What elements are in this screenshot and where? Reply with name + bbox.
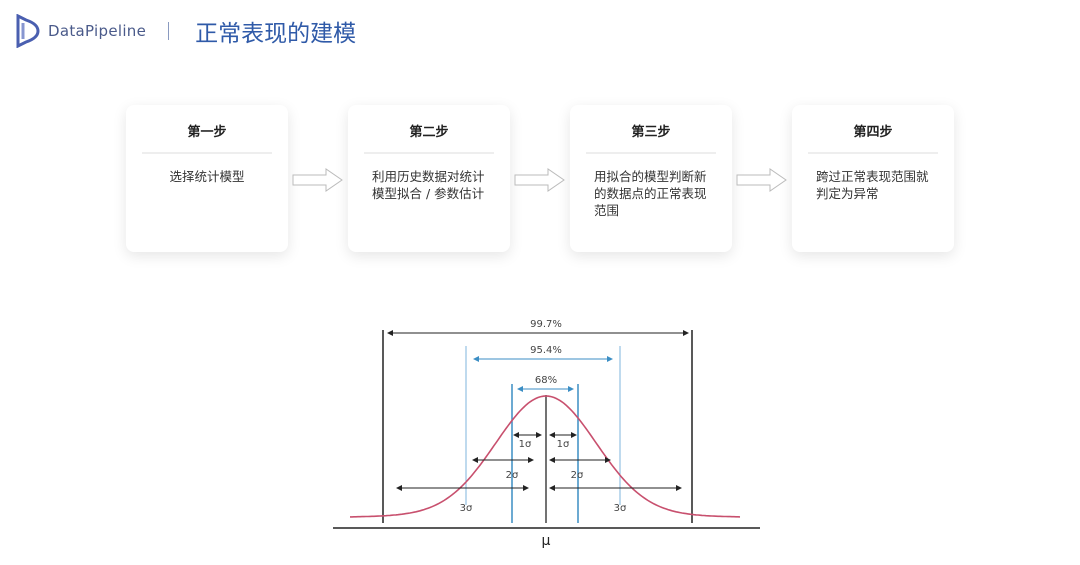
- sigma-label: 1σ: [519, 439, 532, 450]
- normal-curve: [350, 395, 741, 518]
- datapipeline-logo-icon: [16, 14, 40, 48]
- step-text: 利用历史数据对统计模型拟合 / 参数估计: [372, 169, 485, 201]
- step-text: 用拟合的模型判断新的数据点的正常表现范围: [594, 169, 707, 218]
- range-label-99-7: 99.7%: [530, 319, 562, 330]
- sigma-label: 2σ: [506, 470, 519, 481]
- range-label-68: 68%: [535, 375, 557, 386]
- header: DataPipeline 正常表现的建模: [16, 14, 356, 48]
- brand-name: DataPipeline: [48, 22, 147, 40]
- step-text: 跨过正常表现范围就判定为异常: [816, 169, 929, 201]
- step-card-4: 第四步 跨过正常表现范围就判定为异常: [792, 105, 954, 252]
- sigma-label: 3σ: [460, 503, 473, 514]
- sigma-label: 2σ: [571, 470, 584, 481]
- step-card-3: 第三步 用拟合的模型判断新的数据点的正常表现范围: [570, 105, 732, 252]
- mean-label: μ: [542, 533, 551, 549]
- range-label-95-4: 95.4%: [530, 345, 562, 356]
- page-title: 正常表现的建模: [195, 21, 357, 47]
- step-card-2: 第二步 利用历史数据对统计模型拟合 / 参数估计: [348, 105, 510, 252]
- step-title: 第四步: [853, 125, 893, 140]
- step-title: 第三步: [631, 125, 671, 140]
- divider: [168, 22, 170, 40]
- step-text: 选择统计模型: [169, 169, 245, 184]
- sigma-label: 1σ: [557, 439, 570, 450]
- step-title: 第二步: [409, 125, 449, 140]
- arrow-right-icon: [514, 168, 565, 192]
- arrow-right-icon: [292, 168, 343, 192]
- step-title: 第一步: [187, 125, 227, 140]
- sigma-label: 3σ: [614, 503, 627, 514]
- arrow-right-icon: [736, 168, 787, 192]
- step-card-1: 第一步 选择统计模型: [126, 105, 288, 252]
